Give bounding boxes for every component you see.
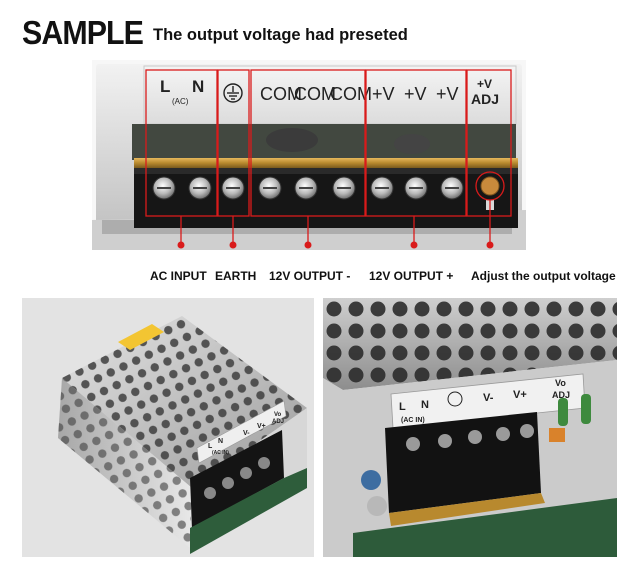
earth-icon: [223, 83, 243, 103]
left-vplus: V+: [257, 423, 266, 430]
subtitle: The output voltage had preseted: [153, 26, 408, 44]
right-adj: ADJ: [552, 390, 570, 400]
panel-com-3: COM: [330, 84, 372, 104]
callout-box-vplus: [365, 69, 467, 217]
panel-com-1: COM: [260, 84, 302, 104]
panel-vplus-1: +V: [372, 84, 395, 104]
left-acin: (AC IN): [212, 450, 229, 456]
right-acin: (AC IN): [401, 417, 425, 424]
callout-label-ac-input: AC INPUT: [150, 269, 207, 283]
panel-adj: ADJ: [471, 91, 499, 107]
left-vo: Vo: [274, 412, 282, 418]
power-supply-front-photo: L N (AC) COM COM COM +V +V +V +V ADJ: [92, 60, 526, 250]
callout-dot-out-plus: [410, 241, 418, 249]
panel-ac: (AC): [172, 97, 189, 106]
power-supply-angle-photo: L N (AC IN) V- V+ Vo ADJ: [22, 298, 314, 557]
right-earth-icon: [447, 391, 463, 407]
callout-label-adjust: Adjust the output voltage: [471, 269, 616, 283]
callout-label-output-minus: 12V OUTPUT -: [269, 269, 351, 283]
panel-adj-v: +V: [477, 77, 492, 91]
callout-dot-ac: [177, 241, 185, 249]
callout-box-adj: [466, 69, 512, 217]
panel-com-2: COM: [294, 84, 336, 104]
left-n: N: [218, 438, 223, 445]
right-l: L: [399, 401, 406, 413]
right-vo: Vo: [555, 378, 566, 388]
right-vplus: V+: [513, 389, 527, 401]
right-vminus: V-: [483, 392, 494, 404]
panel-n: N: [192, 77, 204, 96]
left-vminus: V-: [243, 430, 250, 437]
right-n: N: [421, 399, 429, 411]
callout-dot-earth: [229, 241, 237, 249]
callout-label-output-plus: 12V OUTPUT +: [369, 269, 454, 283]
sample-heading: SAMPLE: [22, 14, 144, 51]
callout-dot-adjust: [486, 241, 494, 249]
left-l: L: [208, 443, 213, 450]
left-adj: ADJ: [272, 419, 284, 425]
callout-dot-out-minus: [304, 241, 312, 249]
panel-vplus-3: +V: [436, 84, 459, 104]
panel-l: L: [160, 77, 170, 96]
callout-label-earth: EARTH: [215, 269, 257, 283]
panel-vplus-2: +V: [404, 84, 427, 104]
power-supply-closeup-photo: L N (AC IN) V- V+ Vo ADJ: [323, 298, 617, 557]
